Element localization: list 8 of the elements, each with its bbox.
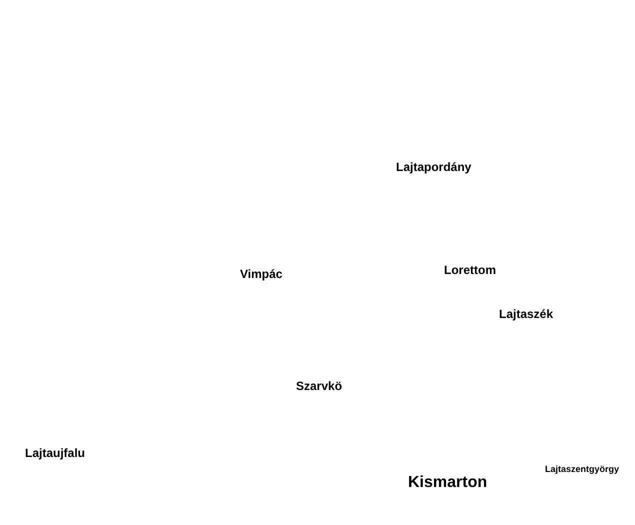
place-name: Lajtapordány	[396, 161, 472, 173]
place-name: Lajtaszék	[499, 308, 554, 320]
place-name: Vimpác	[240, 268, 282, 280]
place-name: Lajtaszentgyörgy	[545, 465, 620, 474]
place-name: Lorettom	[444, 264, 496, 276]
place-name: Kismarton	[408, 475, 488, 491]
place-name: Szarvkö	[296, 380, 342, 392]
place-name: Lajtaujfalu	[25, 447, 86, 459]
